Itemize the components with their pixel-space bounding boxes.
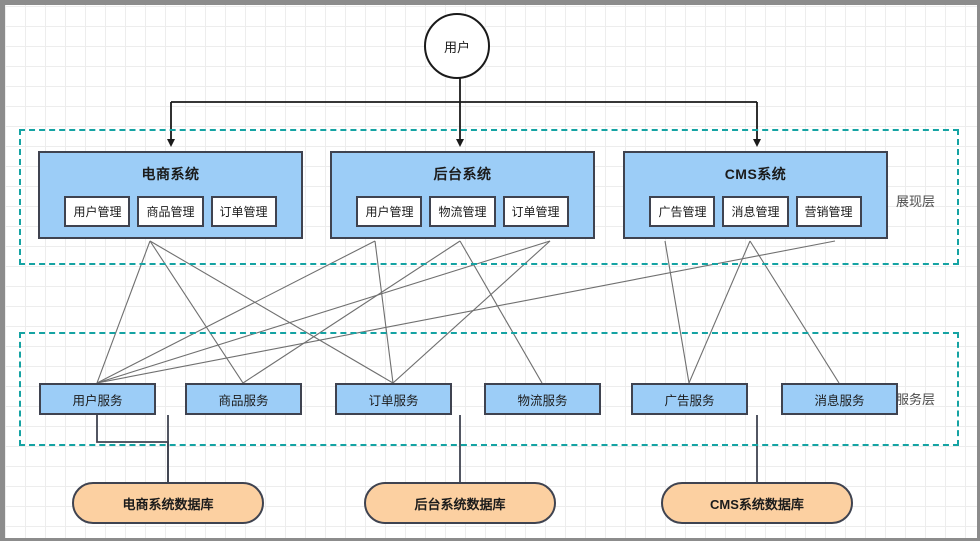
service-box-order-service[interactable]: 订单服务 xyxy=(335,383,452,415)
service-box-logistics-service[interactable]: 物流服务 xyxy=(484,383,601,415)
service-label: 用户服务 xyxy=(72,393,123,408)
system-modules: 用户管理 物流管理 订单管理 xyxy=(356,196,569,227)
service-box-user-service[interactable]: 用户服务 xyxy=(39,383,156,415)
service-label: 商品服务 xyxy=(218,393,269,408)
database-label: 后台系统数据库 xyxy=(414,496,506,512)
service-label: 物流服务 xyxy=(517,393,568,408)
database-box-backoffice[interactable]: 后台系统数据库 xyxy=(364,482,556,524)
system-title: CMS系统 xyxy=(724,166,787,182)
module-user-management[interactable]: 用户管理 xyxy=(64,196,131,227)
actor-label: 用户 xyxy=(443,39,470,55)
module-logistics-management[interactable]: 物流管理 xyxy=(429,196,496,227)
module-message-management[interactable]: 消息管理 xyxy=(722,196,789,227)
presentation-layer-label: 展现层 xyxy=(896,194,936,209)
database-label: CMS系统数据库 xyxy=(710,496,804,512)
system-modules: 广告管理 消息管理 营销管理 xyxy=(649,196,862,227)
system-box-cms[interactable]: CMS系统 广告管理 消息管理 营销管理 xyxy=(623,151,888,239)
module-marketing-management[interactable]: 营销管理 xyxy=(795,196,862,227)
service-layer-label: 服务层 xyxy=(896,392,936,407)
system-title: 后台系统 xyxy=(433,166,492,182)
service-label: 消息服务 xyxy=(814,393,865,408)
module-order-management[interactable]: 订单管理 xyxy=(502,196,569,227)
service-layer-frame xyxy=(19,332,959,446)
service-label: 广告服务 xyxy=(664,393,715,408)
module-product-management[interactable]: 商品管理 xyxy=(137,196,204,227)
service-label: 订单服务 xyxy=(368,393,419,408)
module-user-management[interactable]: 用户管理 xyxy=(356,196,423,227)
system-box-ecommerce[interactable]: 电商系统 用户管理 商品管理 订单管理 xyxy=(38,151,303,239)
module-ad-management[interactable]: 广告管理 xyxy=(649,196,716,227)
presentation-layer-frame xyxy=(19,129,959,265)
connector-layer xyxy=(96,75,840,482)
database-label: 电商系统数据库 xyxy=(122,496,214,512)
service-box-ad-service[interactable]: 广告服务 xyxy=(631,383,748,415)
database-box-ecommerce[interactable]: 电商系统数据库 xyxy=(72,482,264,524)
service-box-message-service[interactable]: 消息服务 xyxy=(781,383,898,415)
database-box-cms[interactable]: CMS系统数据库 xyxy=(661,482,853,524)
service-box-product-service[interactable]: 商品服务 xyxy=(185,383,302,415)
module-order-management[interactable]: 订单管理 xyxy=(210,196,277,227)
actor-user[interactable]: 用户 xyxy=(424,13,490,79)
system-box-backoffice[interactable]: 后台系统 用户管理 物流管理 订单管理 xyxy=(330,151,595,239)
system-title: 电商系统 xyxy=(141,166,200,182)
system-modules: 用户管理 商品管理 订单管理 xyxy=(64,196,277,227)
